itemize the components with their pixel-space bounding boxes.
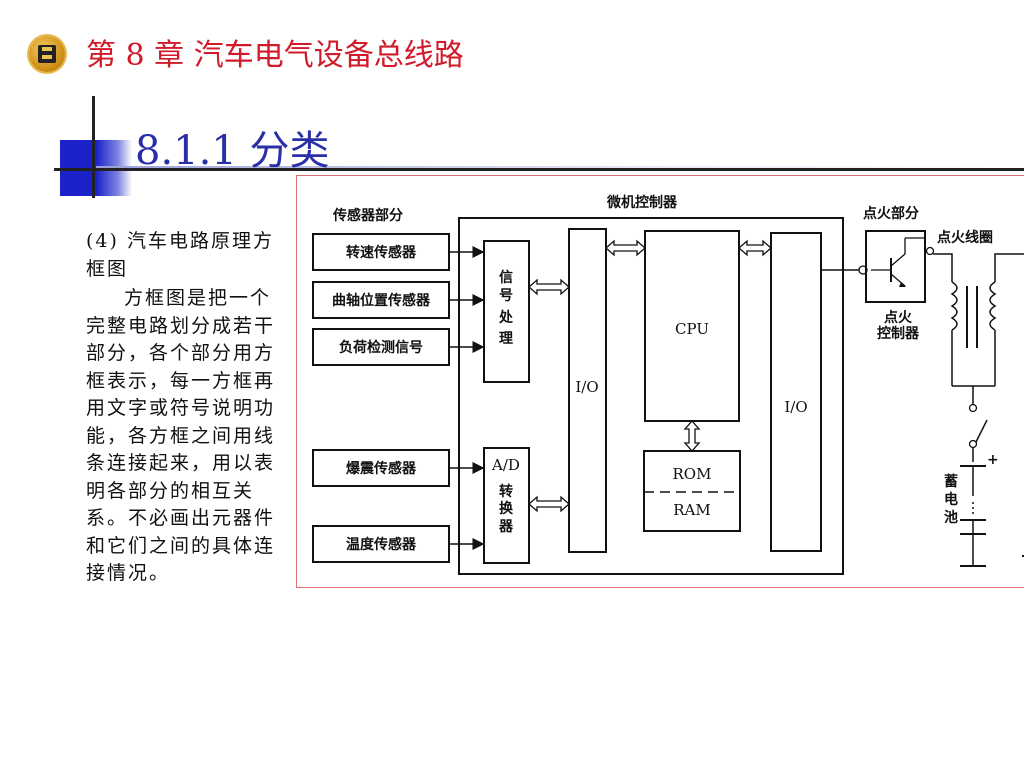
signal-processing-char-4: 理	[499, 331, 513, 347]
sensor-group-label: 传感器部分	[332, 207, 403, 224]
coil-terminal	[925, 246, 935, 256]
switch-terminal-bottom	[968, 439, 978, 449]
battery-icon	[960, 465, 986, 567]
title-vertical-rule	[92, 96, 95, 198]
microcontroller-box	[458, 217, 844, 575]
sensor-temperature: 温度传感器	[312, 525, 450, 563]
signal-processing-char-2: 号	[499, 288, 513, 304]
ignition-controller-box	[865, 230, 926, 303]
sensor-crankshaft: 曲轴位置传感器	[312, 281, 450, 319]
bidirectional-arrows	[528, 239, 772, 513]
io-left-box: I/O	[568, 228, 607, 553]
io-right-label: I/O	[784, 398, 807, 416]
ignition-coil-icon	[933, 253, 1024, 404]
signal-processing-char-1: 信	[499, 269, 513, 286]
cpu-box: CPU	[644, 230, 740, 422]
sensor-knock-label: 爆震传感器	[346, 460, 417, 477]
sensor-load-label: 负荷检测信号	[339, 339, 423, 356]
microcontroller-label: 微机控制器	[606, 194, 678, 211]
ignition-controller-label-2: 控制器	[877, 325, 920, 342]
battery-label-2: 电	[944, 491, 958, 508]
ad-converter-char-2: 换	[499, 500, 514, 517]
chapter-logo-icon	[29, 36, 65, 72]
memory-box: ROM RAM	[643, 450, 741, 532]
rom-label: ROM	[673, 465, 712, 483]
ignition-coil-label: 点火线圈	[937, 229, 993, 246]
description-heading: (4) 汽车电路原理方框图	[86, 230, 274, 280]
sensor-rotation-label: 转速传感器	[346, 244, 417, 261]
sensor-temperature-label: 温度传感器	[346, 536, 417, 553]
battery-label-1: 蓄	[944, 473, 958, 490]
sensor-knock: 爆震传感器	[312, 449, 450, 487]
ignition-controller-label-1: 点火	[884, 309, 913, 326]
battery-label-3: 池	[944, 509, 958, 526]
description-body: 方框图是把一个完整电路划分成若干部分，各个部分用方框表示，每一方框再用文字或符号…	[86, 287, 276, 584]
signal-processing-box: 信 号 处 理	[483, 240, 530, 383]
ad-converter-box: A/D 转 换 器	[483, 447, 530, 564]
sensor-crankshaft-label: 曲轴位置传感器	[332, 292, 431, 309]
title-underline	[54, 168, 1024, 171]
ad-converter-title: A/D	[491, 456, 520, 474]
description-text: (4) 汽车电路原理方框图 方框图是把一个完整电路划分成若干部分，各个部分用方框…	[86, 228, 282, 588]
io-left-label: I/O	[575, 378, 598, 396]
cpu-label: CPU	[675, 320, 709, 338]
switch-terminal-top	[968, 403, 978, 413]
ad-converter-char-3: 器	[498, 519, 514, 535]
ram-label: RAM	[673, 501, 711, 519]
sensor-rotation: 转速传感器	[312, 233, 450, 271]
battery-plus-sign: +	[987, 452, 999, 468]
sensor-load: 负荷检测信号	[312, 328, 450, 366]
ignition-group-label: 点火部分	[863, 205, 919, 222]
ad-converter-char-1: 转	[499, 483, 513, 500]
io-right-box: I/O	[770, 232, 822, 552]
block-diagram: 传感器部分 微机控制器 点火部分 转速传感器 曲轴位置传感器 负荷检测信号 爆震…	[296, 175, 1024, 588]
signal-processing-char-3: 处	[498, 309, 514, 326]
section-title: 8.1.1 分类	[135, 128, 330, 174]
chapter-title: 第 8 章 汽车电气设备总线路	[86, 38, 464, 73]
